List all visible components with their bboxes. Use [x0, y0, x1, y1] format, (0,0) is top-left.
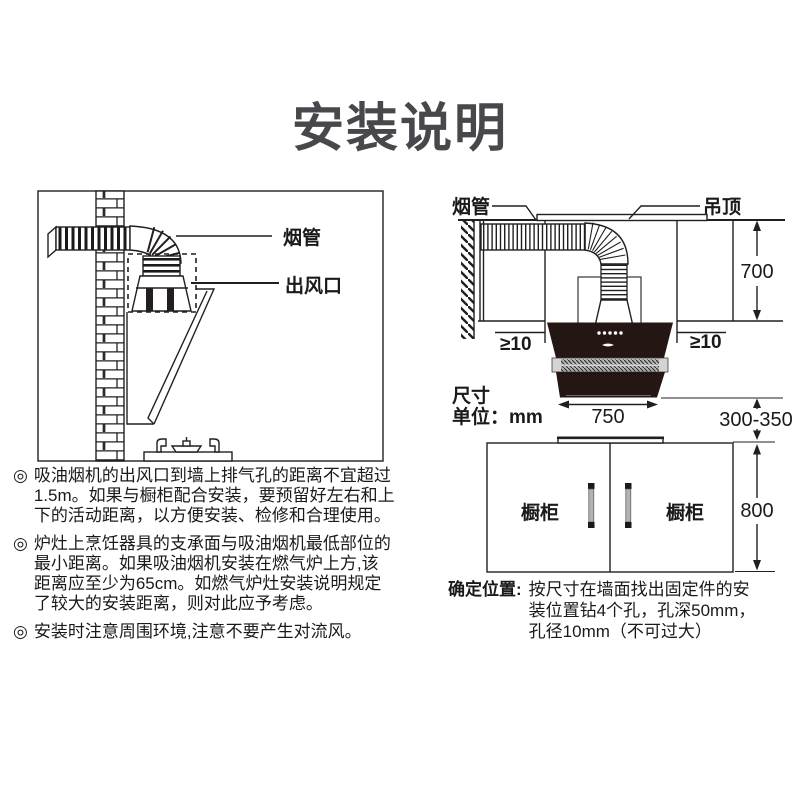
- range-hood-side-view: [126, 288, 216, 425]
- note-item: ◎ 吸油烟机的出风口到墙上排气孔的距离不宜超过1.5m。如果与橱柜配合安装，要预…: [13, 466, 395, 526]
- flexible-duct: [480, 222, 634, 327]
- niche-lines: [478, 221, 783, 343]
- svg-text:700: 700: [740, 261, 773, 283]
- duct-label: 烟管: [283, 226, 321, 249]
- cabinet-right-label: 橱柜: [665, 501, 704, 524]
- page-title: 安装说明: [291, 100, 508, 158]
- dimension-750: 750: [558, 400, 658, 428]
- size-unit-line1: 尺寸: [452, 384, 490, 407]
- note-item: ◎ 炉灶上烹饪器具的支承面与吸油烟机最低部位的最小距离。如果吸油烟机安装在燃气炉…: [13, 534, 395, 614]
- bullet-icon: ◎: [13, 534, 28, 553]
- svg-text:800: 800: [740, 500, 773, 522]
- range-hood-front-view: [547, 322, 673, 398]
- note-item: ◎ 安装时注意周围环境,注意不要产生对流风。: [13, 622, 395, 642]
- hood-logo: [602, 343, 614, 347]
- svg-text:750: 750: [591, 406, 624, 428]
- cabinet-left-label: 橱柜: [520, 501, 559, 524]
- hood-buttons: [597, 331, 623, 335]
- installation-notes: ◎ 吸油烟机的出风口到墙上排气孔的距离不宜超过1.5m。如果与橱柜配合安装，要预…: [13, 466, 395, 650]
- note-text: 炉灶上烹饪器具的支承面与吸油烟机最低部位的最小距离。如果吸油烟机安装在燃气炉上方…: [33, 534, 391, 613]
- note-text: 吸油烟机的出风口到墙上排气孔的距离不宜超过1.5m。如果与橱柜配合安装，要预留好…: [33, 466, 395, 525]
- duct-leader-line: [492, 205, 537, 221]
- dimension-300-350: 300-350: [661, 397, 793, 440]
- cabinets: 橱柜 橱柜: [486, 436, 734, 573]
- gap-right-label: ≥10: [690, 332, 722, 353]
- svg-text:300-350: 300-350: [719, 409, 792, 431]
- position-note-text: 按尺寸在墙面找出固定件的安装位置钻4个孔，孔深50mm，孔径10mm（不可过大）: [528, 580, 756, 641]
- size-unit-line2: 单位：mm: [452, 405, 543, 428]
- ceiling-panel: [536, 213, 708, 222]
- ceiling-leader-line: [628, 205, 700, 220]
- right-dimension-diagram: 烟管 吊顶 700 ≥10 ≥10: [452, 195, 793, 573]
- left-installation-diagram: 烟管 出风口: [37, 190, 384, 462]
- ceiling-label: 吊顶: [703, 196, 741, 218]
- bullet-icon: ◎: [13, 622, 28, 641]
- position-note: 确定位置: 按尺寸在墙面找出固定件的安装位置钻4个孔，孔深50mm，孔径10mm…: [448, 579, 758, 642]
- air-outlet: [131, 255, 192, 312]
- dimension-800: 800: [733, 441, 775, 573]
- outlet-label: 出风口: [285, 274, 342, 297]
- note-text: 安装时注意周围环境,注意不要产生对流风。: [33, 622, 362, 641]
- bullet-icon: ◎: [13, 466, 28, 485]
- cabinet-handle-left: [588, 483, 595, 528]
- cabinet-handle-right: [625, 483, 632, 528]
- position-note-label: 确定位置:: [448, 580, 522, 599]
- gas-stove: [143, 437, 233, 462]
- gap-left-label: ≥10: [500, 334, 532, 355]
- dimension-700: 700: [740, 220, 774, 321]
- wall-hatched: [461, 221, 485, 339]
- duct-label: 烟管: [452, 195, 490, 218]
